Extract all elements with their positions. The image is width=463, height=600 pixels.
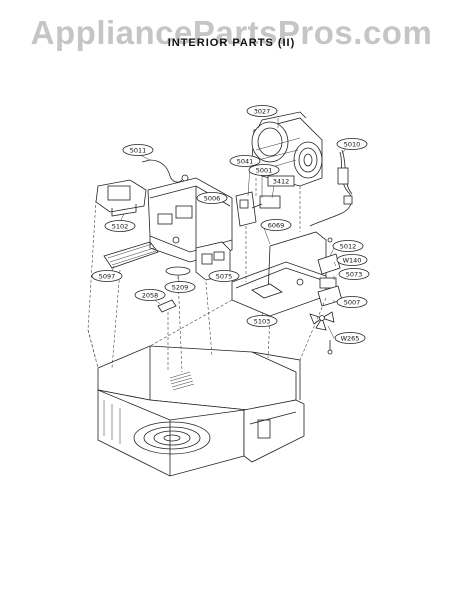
- callout-3412[interactable]: 3412: [267, 175, 295, 187]
- svg-text:W140: W140: [343, 257, 362, 265]
- svg-text:5011: 5011: [130, 147, 147, 155]
- callout-W140[interactable]: W140: [336, 254, 368, 266]
- motor-parts-right: [317, 237, 343, 307]
- callout-3027[interactable]: 3027: [246, 105, 278, 117]
- damper-plate-5103: [231, 231, 327, 317]
- callout-5001[interactable]: 5001: [248, 164, 280, 176]
- diagram-title: INTERIOR PARTS (II): [167, 37, 296, 49]
- svg-text:2058: 2058: [142, 292, 159, 300]
- svg-text:5103: 5103: [254, 318, 271, 326]
- callout-6069[interactable]: 6069: [260, 219, 292, 231]
- callout-5010[interactable]: 5010: [336, 138, 368, 150]
- svg-text:5097: 5097: [99, 273, 116, 281]
- svg-text:5209: 5209: [172, 284, 189, 292]
- svg-text:5006: 5006: [204, 195, 221, 203]
- part-callouts: 3027 5011 5010 5041 5001 3412 5006 5102: [91, 105, 370, 344]
- watermark: AppliancePartsPros.com: [30, 14, 433, 51]
- callout-2058[interactable]: 2058: [134, 289, 166, 301]
- callout-5006[interactable]: 5006: [196, 192, 228, 204]
- callout-5075[interactable]: 5075: [208, 270, 240, 282]
- wire-harness-right: [309, 149, 353, 227]
- clip-2058: [157, 299, 177, 313]
- svg-text:5075: 5075: [216, 273, 233, 281]
- svg-text:5001: 5001: [256, 167, 273, 175]
- callout-5097[interactable]: 5097: [91, 270, 123, 282]
- fan-blade: [309, 311, 335, 355]
- callout-5012[interactable]: 5012: [332, 240, 364, 252]
- svg-text:3412: 3412: [273, 178, 290, 186]
- ring-5209: [165, 266, 191, 276]
- assembly-guide-lines: [87, 178, 327, 373]
- callout-W265[interactable]: W265: [334, 332, 366, 344]
- svg-text:W265: W265: [341, 335, 360, 343]
- svg-text:5012: 5012: [340, 243, 357, 251]
- filter-5097: [103, 241, 159, 269]
- svg-text:5102: 5102: [112, 223, 129, 231]
- switch-bracket: [235, 191, 281, 227]
- callout-5102[interactable]: 5102: [104, 220, 136, 232]
- svg-text:5041: 5041: [237, 158, 254, 166]
- callout-5103[interactable]: 5103: [246, 315, 278, 327]
- callout-5007[interactable]: 5007: [336, 296, 368, 308]
- bracket-5102: [95, 179, 147, 217]
- svg-text:6069: 6069: [268, 222, 285, 230]
- svg-text:5010: 5010: [344, 141, 361, 149]
- svg-text:5073: 5073: [346, 271, 363, 279]
- wire-5011: [141, 159, 189, 183]
- oven-cavity: [97, 345, 305, 477]
- svg-text:3027: 3027: [254, 108, 271, 116]
- callout-5073[interactable]: 5073: [338, 268, 370, 280]
- callout-5041[interactable]: 5041: [229, 155, 261, 167]
- callout-5209[interactable]: 5209: [164, 281, 196, 293]
- svg-text:5007: 5007: [344, 299, 361, 307]
- callout-5011[interactable]: 5011: [122, 144, 154, 156]
